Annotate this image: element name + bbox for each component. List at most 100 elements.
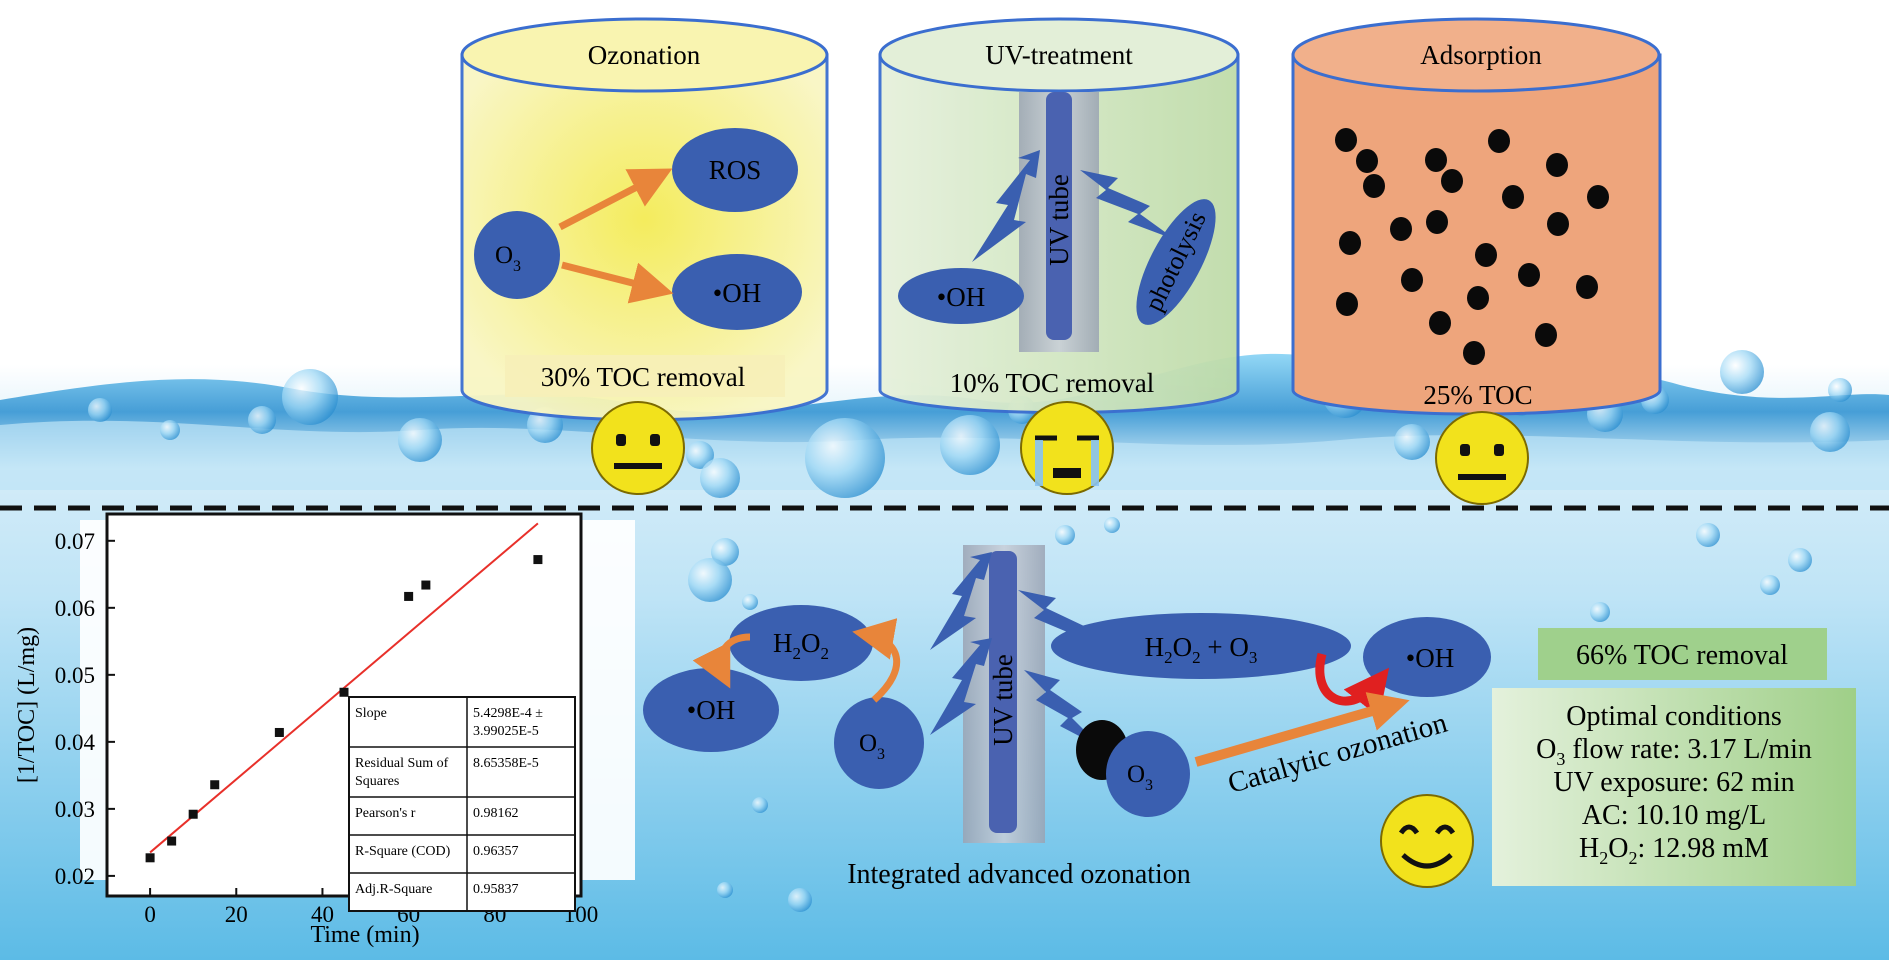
carbon-particle <box>1336 292 1358 316</box>
uv-tube-bottom-label: UV tube <box>988 654 1018 746</box>
data-point <box>339 687 349 697</box>
arrow-o3-to-h2o2 <box>852 618 901 703</box>
uv-tube-bottom <box>989 551 1017 833</box>
svg-text:H2O2 + O3: H2O2 + O3 <box>1145 632 1258 667</box>
carbon-particle <box>1576 275 1598 299</box>
svg-text:O3: O3 <box>1127 761 1153 794</box>
h2o2o3-h: H <box>1145 632 1165 662</box>
ros-node <box>672 128 798 212</box>
arrow-to-oh <box>561 261 674 304</box>
svg-text:H2O2: 12.98 mM: H2O2: 12.98 mM <box>1579 833 1769 868</box>
bubble <box>1696 523 1720 547</box>
carbon-particle <box>1518 263 1540 287</box>
optimal-line1-sub: 3 <box>1556 749 1565 769</box>
ros-label: ROS <box>709 155 762 185</box>
stats-label: R-Square (COD) <box>355 844 451 859</box>
optimal-line4-sub2: 2 <box>1629 848 1638 868</box>
data-point <box>210 780 220 790</box>
optimal-line4-c: : 12.98 mM <box>1638 833 1770 864</box>
data-point <box>404 591 414 601</box>
o3-node <box>474 211 560 299</box>
stats-value: 0.98162 <box>473 806 519 821</box>
carbon-particle <box>1425 148 1447 172</box>
carbon-particle <box>1587 185 1609 209</box>
o3-left-label: O <box>859 730 877 757</box>
carbon-particle <box>1426 210 1448 234</box>
o3-left-sub: 3 <box>877 746 885 763</box>
svg-text:O3: O3 <box>495 242 521 275</box>
uv-lightning-left <box>972 150 1040 262</box>
carbon-particle <box>1390 217 1412 241</box>
bubble <box>711 538 739 566</box>
bubble <box>805 418 885 498</box>
carbon-particle <box>1429 311 1451 335</box>
catalytic-arrow <box>1194 692 1410 767</box>
y-tick-label: 0.03 <box>55 797 95 822</box>
optimal-conditions-box <box>1492 688 1856 886</box>
adsorption-removal: 25% TOC <box>1423 380 1532 410</box>
uv-lightning-1 <box>930 552 992 650</box>
h2o2-o: O <box>801 628 821 658</box>
data-point <box>167 836 177 846</box>
optimal-line4-a: H <box>1579 833 1599 864</box>
optimal-line2: UV exposure: 62 min <box>1553 767 1794 798</box>
y-axis-label: [1/TOC] (L/mg) <box>14 627 40 783</box>
carbon-particle <box>1356 149 1378 173</box>
o3-right-label: O <box>1127 761 1145 788</box>
data-point <box>145 853 155 863</box>
bubble <box>752 797 768 813</box>
bubble <box>88 398 112 422</box>
ozonation-cylinder: Ozonation O3 ROS •OH 30% TOC removal <box>460 17 829 422</box>
ozonation-title: Ozonation <box>588 40 701 70</box>
bubble <box>788 888 812 912</box>
h2o2-h: H <box>773 628 793 658</box>
stats-label: Pearson's r <box>355 806 416 821</box>
oh-right-label: •OH <box>1406 643 1454 673</box>
bubble <box>742 594 758 610</box>
uv-removal: 10% TOC removal <box>950 368 1154 398</box>
stats-table-frame <box>348 696 576 912</box>
optimal-line4-sub: 2 <box>1599 848 1608 868</box>
carbon-particle <box>1535 323 1557 347</box>
y-tick-label: 0.05 <box>55 663 95 688</box>
adsorption-cylinder: Adsorption 25% TOC <box>1291 17 1662 416</box>
h2o2-node <box>729 605 873 681</box>
happy-face-icon <box>1380 794 1474 888</box>
red-arrow <box>1315 652 1390 718</box>
optimal-title: Optimal conditions <box>1566 701 1781 732</box>
data-point <box>188 809 198 819</box>
stats-label: Adj.R-Square <box>355 882 432 897</box>
h2o2o3-plus: + O <box>1201 632 1249 662</box>
stats-label: Slope <box>355 706 387 721</box>
y-tick-label: 0.06 <box>55 596 95 621</box>
x-tick-label: 40 <box>311 902 334 927</box>
h2o2o3-o: O <box>1173 632 1193 662</box>
o3-right-node <box>1106 731 1190 817</box>
uv-oh-label: •OH <box>937 282 985 312</box>
uv-tube-label: UV tube <box>1044 174 1074 266</box>
bubble <box>940 415 1000 475</box>
carbon-particle <box>1339 231 1361 255</box>
bubble <box>1760 575 1780 595</box>
result-box <box>1538 628 1827 680</box>
uv-oh-node <box>898 268 1024 324</box>
carbon-particle <box>1546 153 1568 177</box>
bubble <box>686 441 714 469</box>
h2o2o3-sub2: 2 <box>1192 648 1201 667</box>
y-tick-label: 0.04 <box>55 730 96 755</box>
carbon-particle <box>1488 129 1510 153</box>
carbon-particle <box>1475 243 1497 267</box>
uv-treatment-cylinder: UV-treatment UV tube •OH photolysis 10% … <box>878 17 1240 414</box>
h2o2o3-sub3: 3 <box>1249 648 1258 667</box>
integrated-caption: Integrated advanced ozonation <box>847 859 1191 890</box>
bubble <box>700 458 740 498</box>
svg-text:H2O2: H2O2 <box>773 628 829 663</box>
o3-label: O <box>495 242 513 269</box>
bubble <box>1810 412 1850 452</box>
uv-lightning-3 <box>1018 590 1110 660</box>
crying-face-icon <box>1020 401 1114 495</box>
optimal-line1-a: O <box>1536 734 1556 765</box>
carbon-particle <box>1335 128 1357 152</box>
